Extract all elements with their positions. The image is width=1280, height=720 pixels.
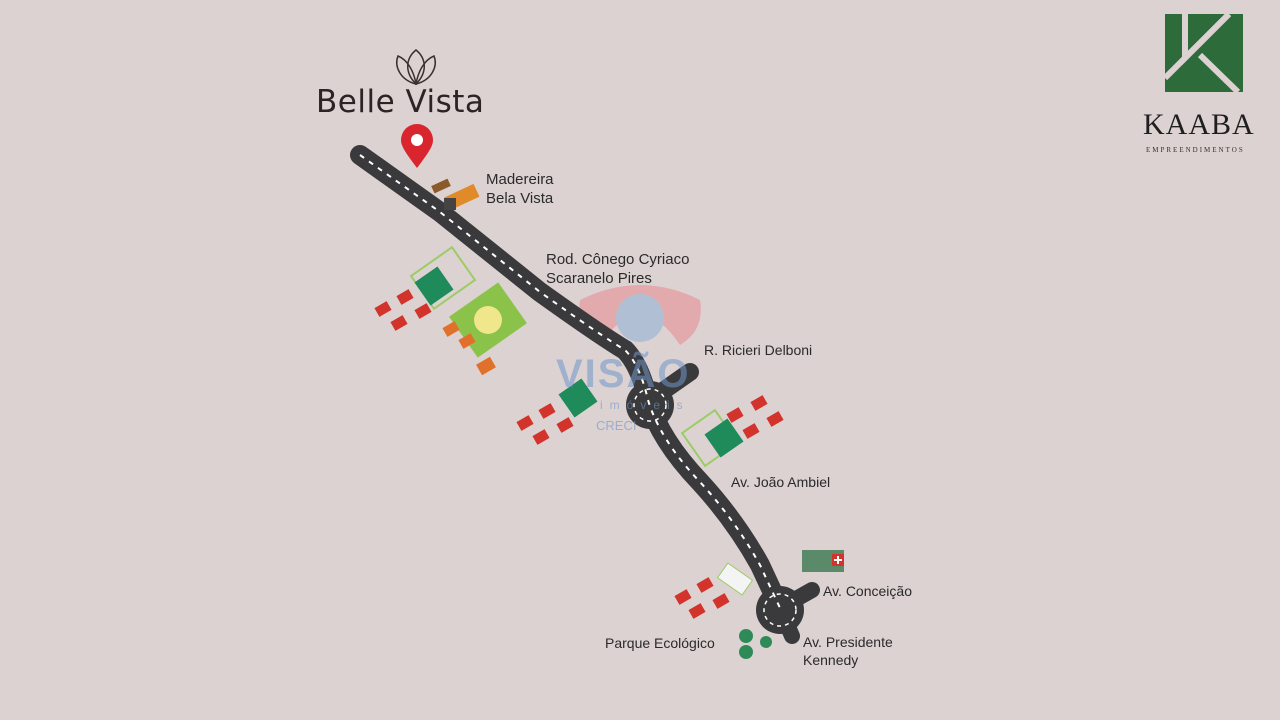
label-line: Av. Presidente: [803, 634, 893, 650]
road-network: [350, 145, 820, 644]
hospital-icon: [802, 550, 844, 572]
house-blocks: [374, 289, 784, 619]
developer-name: KAABA: [1143, 108, 1255, 141]
lotus-icon: [396, 49, 436, 86]
label-rodovia: Rod. Cônego Cyriaco Scaranelo Pires: [546, 250, 689, 288]
label-line: Madereira: [486, 171, 554, 188]
kaaba-logo-icon: [1162, 11, 1243, 95]
truck-icon: [431, 178, 480, 211]
development-name: Belle Vista: [316, 84, 485, 120]
label-line: Bela Vista: [486, 190, 554, 207]
watermark-creci: CRECI: [596, 418, 637, 433]
roundabout-2: [756, 586, 804, 634]
label-madeireira: Madereira Bela Vista: [486, 170, 554, 208]
watermark-sub: imóveis: [600, 398, 690, 412]
watermark-name: VISÃO: [556, 352, 691, 396]
developer-tagline: EMPREENDIMENTOS: [1146, 146, 1245, 154]
label-parque: Parque Ecológico: [605, 635, 715, 651]
roundabout-1: [626, 381, 674, 429]
label-line: Scaranelo Pires: [546, 270, 652, 287]
label-joao-ambiel: Av. João Ambiel: [731, 474, 831, 490]
label-conceicao: Av. Conceição: [823, 583, 912, 599]
label-line: Kennedy: [803, 652, 859, 668]
label-line: Rod. Cônego Cyriaco: [546, 251, 690, 268]
label-ricieri: R. Ricieri Delboni: [704, 342, 813, 358]
map-pin-icon: [401, 124, 433, 168]
label-kennedy: Av. Presidente Kennedy: [803, 633, 893, 669]
